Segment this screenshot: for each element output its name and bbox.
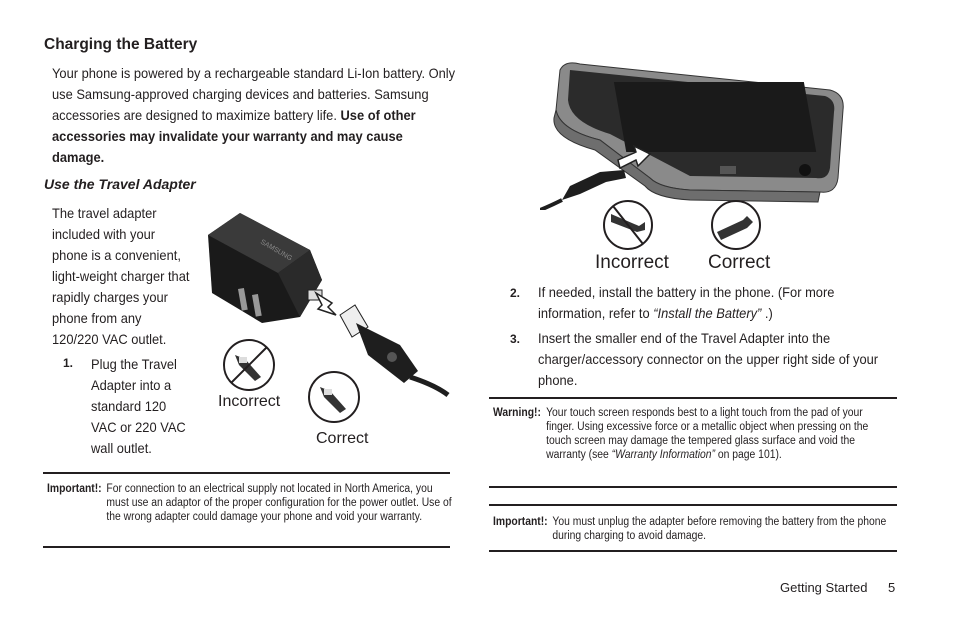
warning-text-post: on page 101). [715, 449, 782, 461]
step-1-number: 1. [63, 356, 74, 370]
right-incorrect-label: Incorrect [595, 252, 669, 273]
warning-text-pre: Your touch screen responds best to a lig… [546, 407, 869, 461]
step-1-text: Plug the Travel Adapter into a standard … [91, 356, 186, 456]
important-text-1: For connection to an electrical supply n… [106, 483, 452, 523]
step-3-number: 3. [510, 332, 521, 346]
right-correct-label: Correct [708, 252, 771, 273]
intro-paragraph: Your phone is powered by a rechargeable … [52, 63, 457, 168]
intro-text: Your phone is powered by a rechargeable … [52, 65, 456, 123]
warning-note: Warning!: Your touch screen responds best… [493, 406, 894, 462]
page-title: Charging the Battery [44, 36, 198, 53]
step-2-text: If needed, install the battery in the ph… [538, 282, 888, 324]
important-note-1: Important!: For connection to an electric… [47, 482, 452, 524]
adapter-description: The travel adapter included with your ph… [52, 205, 190, 347]
important-note-2: Important!: You must unplug the adapter b… [493, 515, 894, 543]
incorrect-orientation-icon [223, 339, 275, 391]
left-correct-label: Correct [316, 430, 369, 447]
important-label-1: Important!: [47, 483, 102, 495]
step-2-text-pre: If needed, install the battery in the ph… [538, 284, 835, 321]
left-incorrect-label: Incorrect [218, 393, 281, 410]
step-3-text: Insert the smaller end of the Travel Ada… [538, 330, 879, 388]
footer-section: Getting Started [780, 580, 868, 595]
incorrect-connector-icon [603, 200, 653, 250]
warning-label: Warning!: [493, 407, 541, 419]
correct-connector-icon [711, 200, 761, 250]
phone-charging-illustration [540, 62, 844, 210]
important-label-2: Important!: [493, 516, 548, 528]
warning-bottom-rule [489, 486, 897, 488]
important-2-top-rule [489, 504, 897, 506]
warning-top-rule [489, 397, 897, 399]
note-top-rule [43, 472, 450, 474]
section-subheading: Use the Travel Adapter [44, 176, 196, 192]
step-2-reference: “Install the Battery” [653, 305, 762, 321]
correct-orientation-icon [308, 371, 360, 423]
warning-reference: “Warranty Information” [611, 449, 716, 461]
note-bottom-rule [43, 546, 450, 548]
important-text-2: You must unplug the adapter before remov… [552, 516, 887, 542]
intro-warning-text: Use of other accessories may invalidate … [52, 107, 416, 165]
travel-adapter-illustration: SAMSUNG [208, 213, 450, 398]
page-number: 5 [888, 580, 896, 595]
important-2-bottom-rule [489, 550, 897, 552]
step-2-text-post: .) [761, 305, 773, 321]
step-2-number: 2. [510, 286, 521, 300]
